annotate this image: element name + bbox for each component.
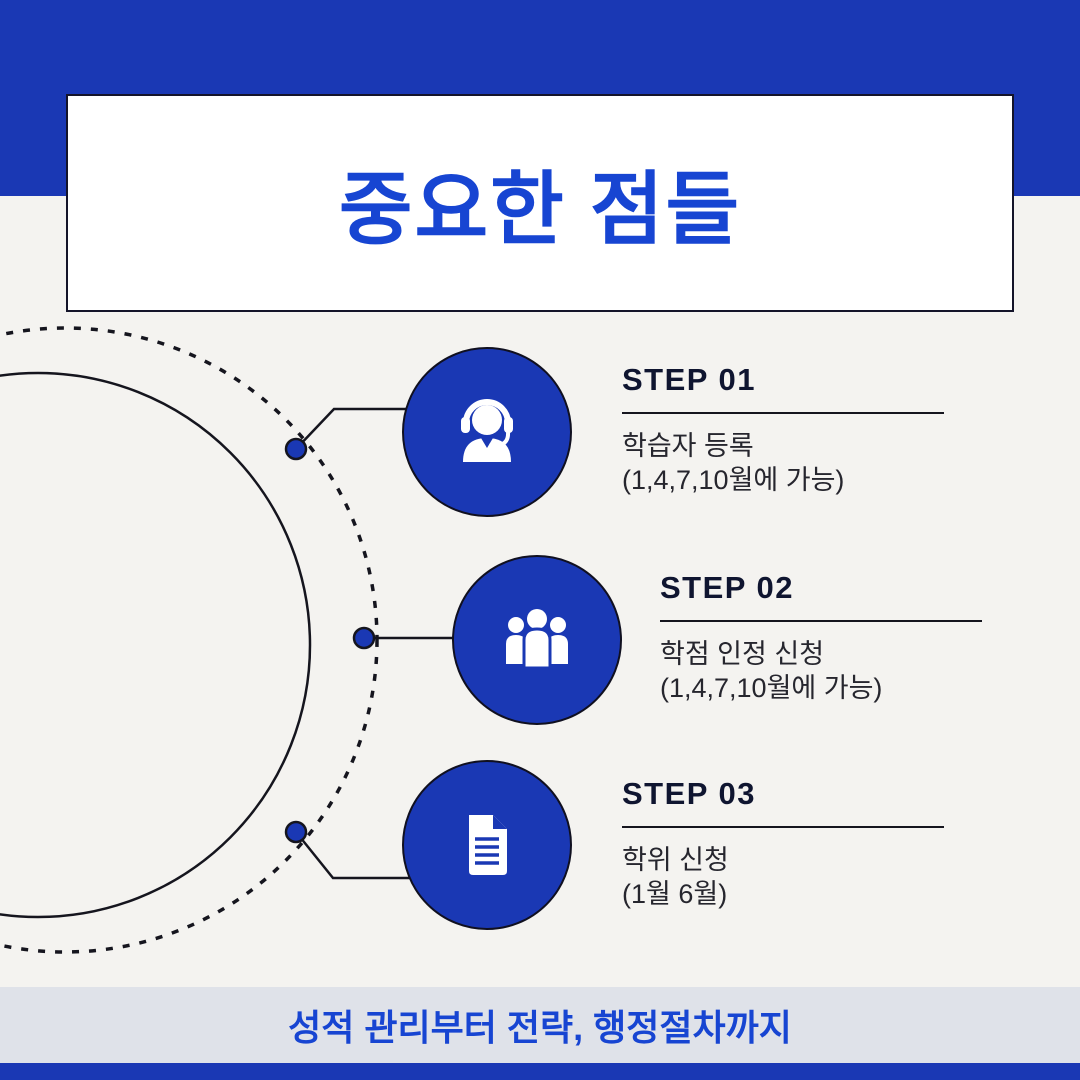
step2-title: 학점 인정 신청 <box>660 639 825 669</box>
dashed-circle-decoration <box>0 326 379 954</box>
connector-dot-step3 <box>284 820 308 844</box>
headset-agent-icon <box>461 399 513 462</box>
step1-text-block: STEP 01 학습자 등록 (1,4,7,10월에 가능) <box>622 362 982 498</box>
step1-label: STEP 01 <box>622 362 757 397</box>
footer-band: 성적 관리부터 전략, 행정절차까지 <box>0 987 1080 1063</box>
step3-divider <box>622 826 944 828</box>
step2-divider <box>660 620 982 622</box>
step3-text-block: STEP 03 학위 신청 (1월 6월) <box>622 776 982 912</box>
step3-icon-circle <box>402 760 572 930</box>
people-group-icon <box>506 607 568 670</box>
connector-dot-step1 <box>284 437 308 461</box>
document-icon <box>469 815 507 875</box>
step3-label: STEP 03 <box>622 776 757 811</box>
bottom-strip <box>0 1063 1080 1080</box>
connector-dot-step2 <box>352 626 376 650</box>
step1-subtitle: (1,4,7,10월에 가능) <box>622 464 845 495</box>
step2-text-block: STEP 02 학점 인정 신청 (1,4,7,10월에 가능) <box>660 570 1020 706</box>
step1-icon-circle <box>402 347 572 517</box>
step1-divider <box>622 412 944 414</box>
step3-title: 학위 신청 <box>622 845 729 875</box>
step1-title: 학습자 등록 <box>622 431 754 461</box>
step2-icon-circle <box>452 555 622 725</box>
page-title: 중요한 점들 <box>338 165 742 254</box>
solid-circle-decoration <box>0 371 312 919</box>
footer-text: 성적 관리부터 전략, 행정절차까지 <box>288 1007 792 1048</box>
step3-subtitle: (1월 6월) <box>622 878 728 909</box>
step2-subtitle: (1,4,7,10월에 가능) <box>660 672 883 703</box>
step2-label: STEP 02 <box>660 570 795 605</box>
title-card: 중요한 점들 <box>66 94 1014 312</box>
